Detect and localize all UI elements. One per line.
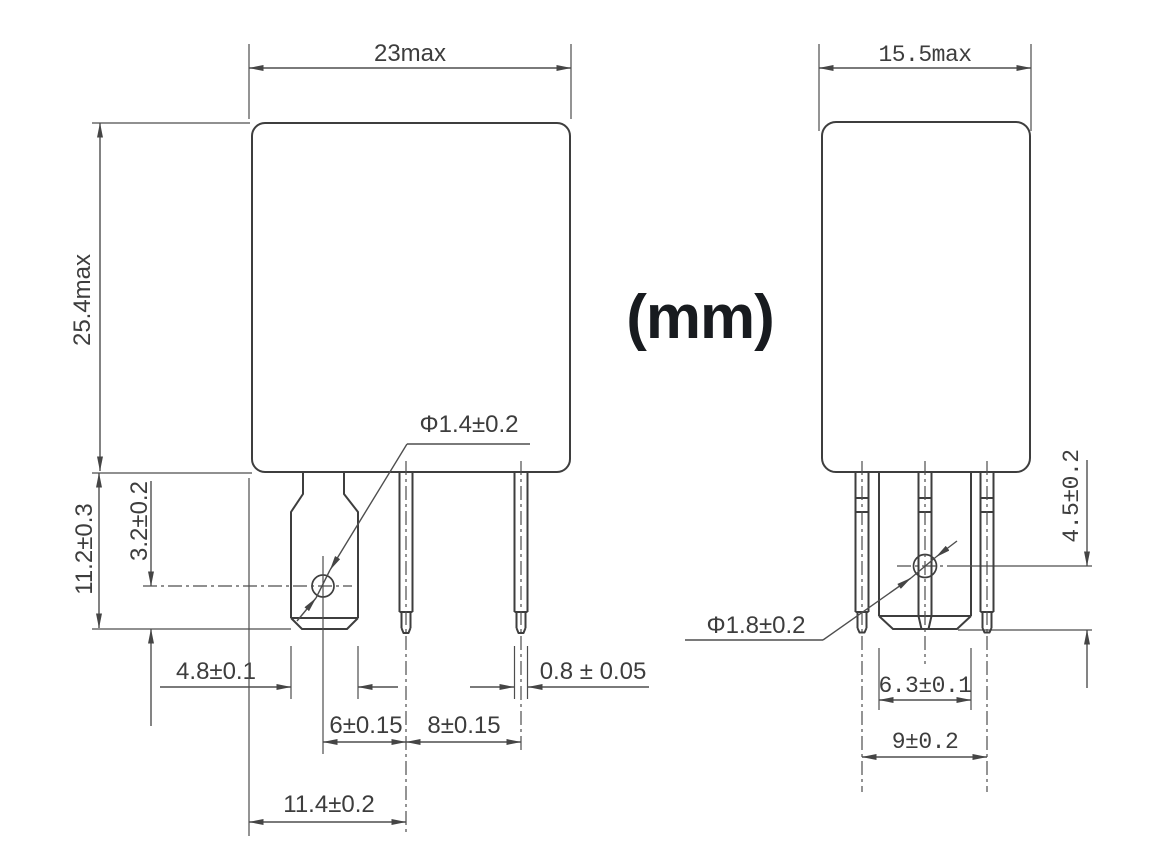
dim-text-hole-to-tip-front: 3.2±0.2 [126, 481, 153, 561]
side-view: 15.5max 4.5±0.2 Φ1.8±0.2 6.3±0.1 9±0.2 [685, 42, 1092, 792]
relay-body-front [251, 122, 571, 473]
dim-text-edge-to-pin: 11.4±0.2 [283, 791, 374, 818]
units-label: (mm) [626, 283, 774, 352]
leader-line [935, 540, 958, 558]
leader-line [296, 597, 317, 622]
dim-text-pitch2: 8±0.15 [427, 712, 500, 739]
dim-front-height: 25.4max [69, 122, 252, 474]
dim-front-pin-thickness: 0.8 ± 0.05 [470, 646, 649, 699]
dim-front-pitch-2: 8±0.15 [405, 712, 522, 745]
dim-text-pin-thickness: 0.8 ± 0.05 [540, 658, 647, 685]
dim-text-blade-width-side: 6.3±0.1 [878, 673, 971, 699]
callout-front-hole-diameter: Φ1.4±0.2 [296, 411, 530, 622]
dim-front-width: 23max [248, 40, 572, 119]
dim-text-pin-pitch-side: 9±0.2 [892, 729, 959, 755]
dim-side-pin-pitch: 9±0.2 [861, 729, 988, 760]
dim-front-pitch-1: 6±0.15 [322, 712, 407, 745]
pin-side-middle [917, 461, 933, 664]
dim-front-terminal-length: 11.2±0.3 [71, 472, 291, 630]
dim-front-edge-to-pin: 11.4±0.2 [248, 478, 407, 836]
dim-side-width: 15.5max [818, 42, 1032, 131]
dim-text-blade-width-front: 4.8±0.1 [176, 658, 256, 685]
relay-body-side [821, 121, 1031, 473]
front-view: 23max 25.4max 11.2±0.3 3.2±0.2 Φ1.4±0.2 [69, 40, 649, 836]
pin-front-right [513, 461, 529, 754]
pin-side-left [854, 461, 870, 792]
dim-front-hole-to-tip: 3.2±0.2 [126, 481, 154, 726]
dim-text-width-front: 23max [374, 40, 446, 67]
callout-side-hole-diameter: Φ1.8±0.2 [685, 540, 958, 641]
dim-side-hole-to-tip: 4.5±0.2 [1059, 449, 1090, 688]
leader-line [822, 577, 912, 641]
pin-side-right [979, 461, 995, 792]
dim-front-blade-width: 4.8±0.1 [160, 646, 398, 699]
dim-side-blade-width: 6.3±0.1 [878, 648, 972, 710]
callout-text-hole-dia-side: Φ1.8±0.2 [706, 612, 805, 639]
dim-text-terminal-length: 11.2±0.3 [71, 503, 98, 594]
pin-front-middle [398, 461, 414, 833]
callout-text-hole-dia-front: Φ1.4±0.2 [419, 411, 518, 438]
dim-text-pitch1: 6±0.15 [329, 712, 402, 739]
dim-text-width-side: 15.5max [878, 42, 971, 68]
dim-text-height-front: 25.4max [69, 254, 96, 346]
leader-line [329, 443, 408, 571]
dim-text-hole-to-tip-side: 4.5±0.2 [1059, 449, 1085, 542]
blade-terminal-front [143, 472, 359, 754]
